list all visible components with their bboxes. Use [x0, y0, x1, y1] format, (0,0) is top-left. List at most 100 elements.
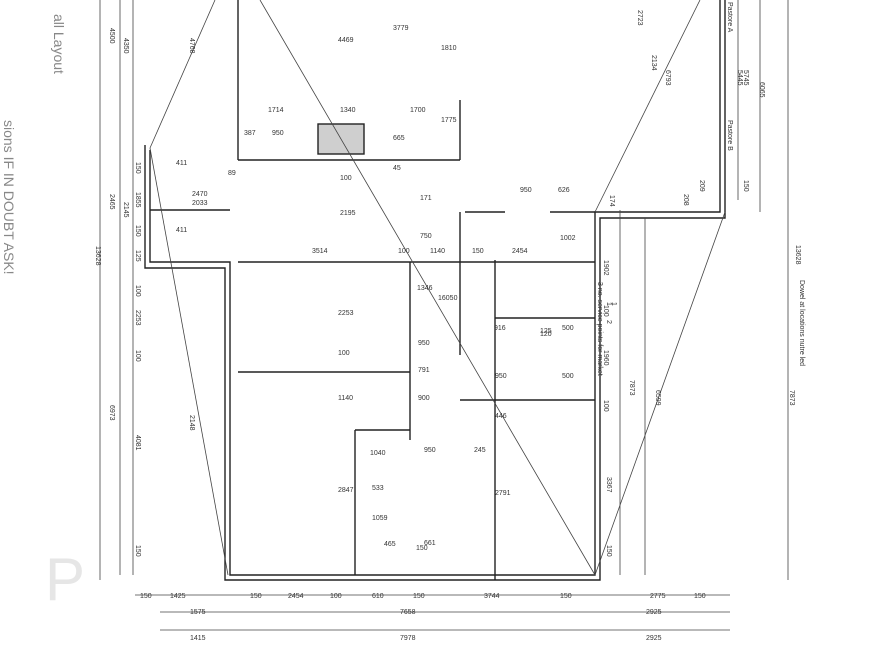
dim-label: 150 — [140, 593, 152, 600]
dims-bottom-row2: 1575 7658 2925 — [190, 609, 662, 616]
dim-label: 1 — [605, 302, 612, 306]
room-labels: Pastore A Pastore B 3 no. service points… — [596, 2, 805, 376]
dim-label: 2925 — [646, 609, 662, 616]
dim-label: 16050 — [438, 295, 458, 302]
dim-label: 2775 — [650, 593, 666, 600]
dim-label: 100 — [602, 400, 609, 412]
dim-label: 2195 — [340, 210, 356, 217]
dim-label: 150 — [250, 593, 262, 600]
dim-label: 791 — [418, 367, 430, 374]
dim-label: 6065 — [758, 82, 765, 98]
dim-label: 1346 — [417, 285, 433, 292]
dim-label: 7873 — [788, 390, 795, 406]
dim-label: 4768 — [188, 38, 195, 54]
dim-label: 150 — [694, 593, 706, 600]
dim-label: 2847 — [338, 487, 354, 494]
dim-label: 209 — [698, 180, 705, 192]
dim-label: 1902 — [602, 260, 609, 276]
dim-label: 150 — [134, 545, 141, 557]
dim-label: 150 — [413, 593, 425, 600]
dim-label: 2470 — [192, 191, 208, 198]
dim-label: 1059 — [372, 515, 388, 522]
dim-label: 6793 — [664, 70, 671, 86]
dim-label: 1 — [610, 302, 617, 306]
dim-label: 2033 — [192, 200, 208, 207]
dim-label: 1775 — [441, 117, 457, 124]
watermark-logo: P — [45, 546, 85, 613]
dim-label: 120 — [540, 331, 552, 338]
dim-label: 665 — [393, 135, 405, 142]
label-dowel: Dowel at locations nutre led — [798, 280, 805, 366]
dim-label: 4500 — [108, 28, 115, 44]
dim-label: 2454 — [288, 593, 304, 600]
dim-label: 100 — [338, 350, 350, 357]
dim-label: 1040 — [370, 450, 386, 457]
dim-label: 150 — [416, 545, 428, 552]
dim-label: 2925 — [646, 635, 662, 642]
dim-label: 661 — [424, 540, 436, 547]
dim-label: 13628 — [94, 246, 101, 266]
dim-label: 100 — [602, 305, 609, 317]
side-note-layout: all Layout — [51, 14, 67, 74]
dims-lower-interior: 2253 100 791 1140 950 900 950 245 2847 1040 2791 53… — [338, 310, 574, 552]
dim-label: 2791 — [495, 490, 511, 497]
dim-label: 411 — [176, 160, 187, 167]
dim-label: 1810 — [441, 45, 457, 52]
dim-label: 1714 — [268, 107, 284, 114]
dim-label: 6973 — [108, 405, 115, 421]
dim-label: 500 — [562, 325, 574, 332]
dim-label: 7658 — [400, 609, 416, 616]
dim-label: 100 — [134, 350, 141, 362]
building-walls — [144, 0, 726, 581]
dim-label: 900 — [418, 395, 430, 402]
dim-label: 150 — [605, 545, 612, 557]
dims-bottom-row3: 1415 7978 2925 — [190, 635, 662, 642]
dim-label: 7978 — [400, 635, 416, 642]
dim-label: 2134 — [650, 55, 657, 71]
dim-label: 411 — [176, 227, 187, 234]
dim-label: 1575 — [190, 609, 206, 616]
dim-label: 150 — [134, 225, 141, 237]
dim-label: 950 — [272, 130, 284, 137]
dim-label: 150 — [560, 593, 572, 600]
dim-label: 2723 — [636, 10, 643, 26]
dim-label: 916 — [494, 325, 506, 332]
dim-label: 950 — [418, 340, 430, 347]
dim-label: 4350 — [122, 38, 129, 54]
dim-label: 150 — [742, 180, 749, 192]
dim-label: 1140 — [430, 248, 445, 255]
dim-label: 465 — [384, 541, 396, 548]
dim-label: 750 — [420, 233, 432, 240]
dim-label: 3514 — [312, 248, 328, 255]
dim-label: 13628 — [794, 245, 801, 265]
dim-label: 1002 — [560, 235, 576, 242]
dim-label: 2253 — [134, 310, 141, 326]
dim-label: 2148 — [188, 415, 195, 431]
dim-label: 100 — [340, 175, 352, 182]
dim-label: 2465 — [108, 194, 115, 210]
dim-label: 626 — [558, 187, 570, 194]
dim-label: 100 — [134, 285, 141, 297]
dim-label: 1415 — [190, 635, 206, 642]
label-pastore-a: Pastore A — [726, 2, 733, 33]
dim-label: 125 — [540, 328, 552, 335]
dim-label: 533 — [372, 485, 384, 492]
dim-label: 446 — [495, 413, 507, 420]
dims-right-column: 2723213460655745544567931502092081741902… — [602, 10, 801, 557]
dim-label: 500 — [562, 373, 574, 380]
dim-label: 208 — [682, 194, 689, 206]
dim-label: 6599 — [654, 390, 661, 406]
dim-label: 1140 — [338, 395, 353, 402]
dim-label: 2253 — [338, 310, 354, 317]
dim-label: 950 — [495, 373, 507, 380]
dim-label: 150 — [134, 162, 141, 174]
dim-label: 3744 — [484, 593, 500, 600]
dim-label: 3779 — [393, 25, 409, 32]
dim-label: 245 — [474, 447, 486, 454]
dim-label: 150 — [472, 248, 484, 255]
dim-label: 174 — [608, 195, 615, 207]
